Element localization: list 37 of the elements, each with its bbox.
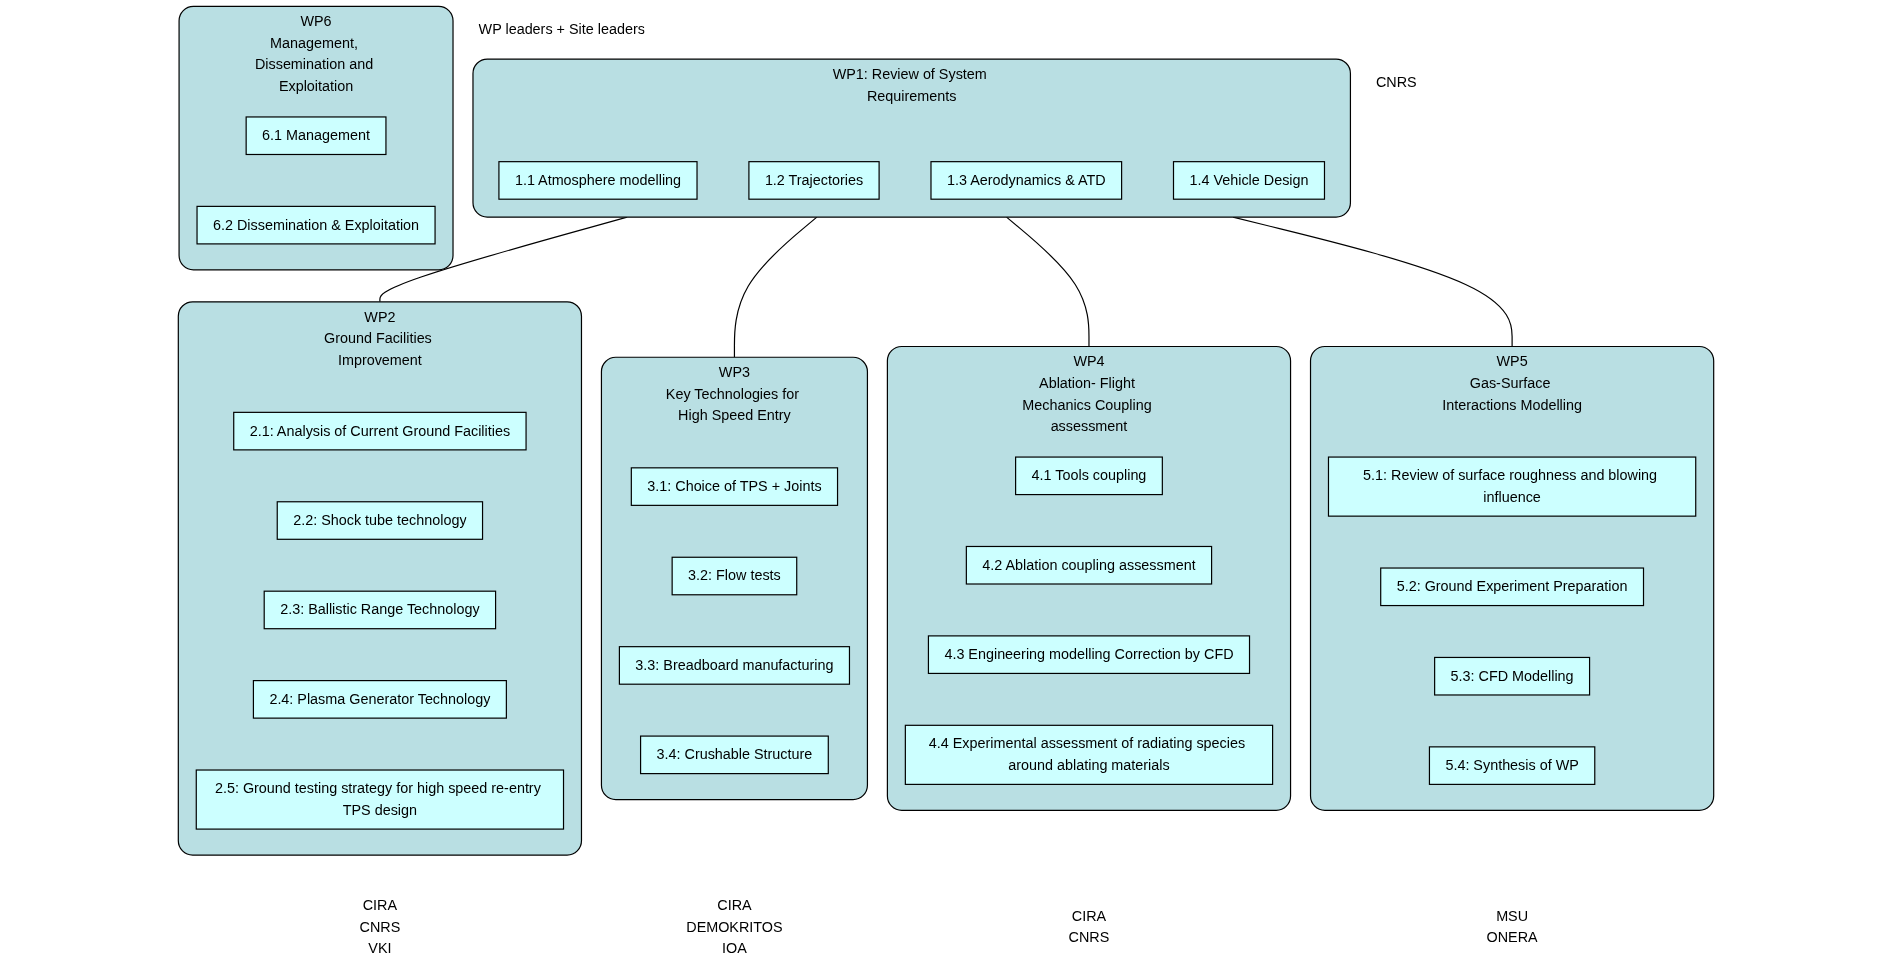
node-box: 4.2 Ablation coupling assessment xyxy=(965,545,1213,585)
node-box: 4.3 Engineering modelling Correction by CFD xyxy=(927,635,1251,674)
node-box: 6.1 Management xyxy=(245,116,387,156)
node-label: ONERA xyxy=(1486,929,1538,946)
node-box: 2.5: Ground testing strategy for high speed re-entry TPS design xyxy=(195,769,565,830)
node-box: 4.4 Experimental assessment of radiating species around ablating materials xyxy=(904,724,1274,785)
node-box: 1.1 Atmosphere modelling xyxy=(498,161,698,200)
node-box: 6.2 Dissemination & Exploitation xyxy=(196,205,436,245)
node-label: CNRS xyxy=(359,918,401,935)
node-box: 5.1: Review of surface roughness and blowing influence xyxy=(1327,456,1697,517)
node-box: 2.2: Shock tube technology xyxy=(276,501,484,540)
node-box: 1.3 Aerodynamics & ATD xyxy=(930,161,1123,200)
node-label: CNRS xyxy=(1068,929,1110,946)
connector xyxy=(1005,216,1090,348)
node-box: 2.1: Analysis of Current Ground Facilities xyxy=(233,411,527,451)
node-box: 2.4: Plasma Generator Technology xyxy=(252,680,507,719)
node-label: CIRA xyxy=(717,897,752,914)
node-box: 2.3: Ballistic Range Technology xyxy=(263,590,497,630)
node-label: CIRA xyxy=(1071,908,1107,925)
node-box: 3.2: Flow tests xyxy=(671,556,798,596)
connector xyxy=(733,216,818,358)
node-label: CIRA xyxy=(362,897,398,914)
node-label: WP leaders + Site leaders xyxy=(478,21,645,38)
node-box: 5.4: Synthesis of WP xyxy=(1428,746,1596,785)
node-box: 5.3: CFD Modelling xyxy=(1434,656,1591,696)
node-box: 5.2: Ground Experiment Preparation xyxy=(1380,567,1645,607)
node-box: 1.2 Trajectories xyxy=(748,161,880,200)
node-label: MSU xyxy=(1496,908,1529,925)
node-box: 4.1 Tools coupling xyxy=(1015,456,1163,496)
node-box: 3.1: Choice of TPS + Joints xyxy=(630,467,839,506)
node-box: 3.3: Breadboard manufacturing xyxy=(618,646,851,685)
node-box: 3.4: Crushable Structure xyxy=(640,735,829,775)
node-label: CNRS xyxy=(1375,74,1417,91)
node-box: 1.4 Vehicle Design xyxy=(1172,161,1326,200)
node-label: VKI xyxy=(368,940,392,957)
node-label: DEMOKRITOS xyxy=(686,918,783,935)
node-label: IOA xyxy=(722,940,747,957)
